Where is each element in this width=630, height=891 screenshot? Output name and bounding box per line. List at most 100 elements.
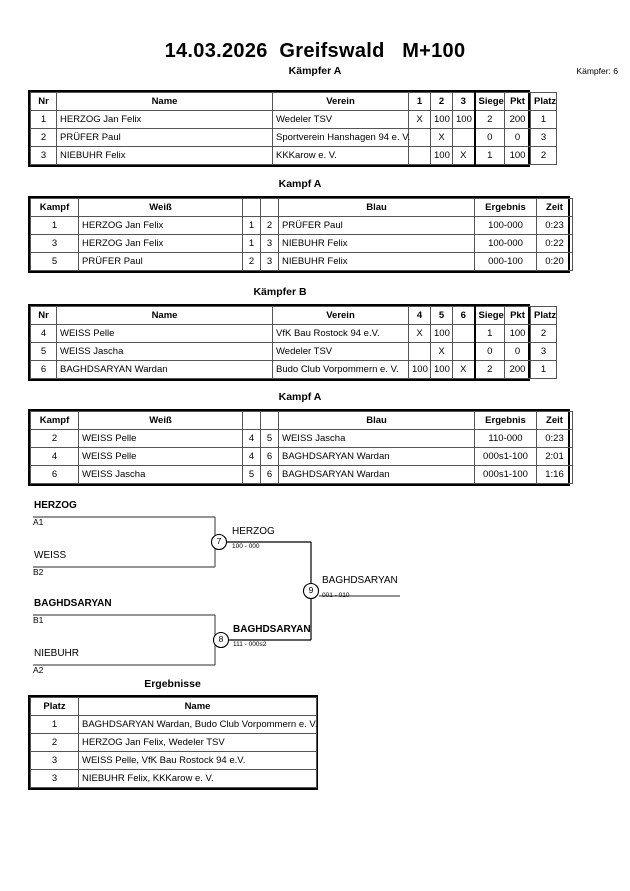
table-row: 3 WEISS Pelle, VfK Bau Rostock 94 e.V. (30, 751, 317, 770)
cell-platz: 1 (30, 715, 79, 734)
cell-zeit: 1:16 (536, 465, 573, 484)
col-platz: Platz (530, 306, 557, 325)
cell-match-1: X (408, 110, 431, 129)
cell-siege: 1 (473, 324, 505, 343)
cell-weiss-nr: 2 (242, 252, 261, 271)
cell-ergebnis: 000-100 (474, 252, 537, 271)
cell-weiss-nr: 4 (242, 429, 261, 448)
cell-pkt: 200 (504, 110, 531, 129)
col-pkt: Pkt (504, 306, 531, 325)
kampf-a1-table: Kampf Weiß Blau Ergebnis Zeit 1 HERZOG J… (28, 196, 573, 273)
table-header-row: Platz Name (30, 697, 317, 716)
col-zeit: Zeit (536, 411, 573, 430)
col-verein: Verein (272, 306, 409, 325)
cell-kampf: 1 (30, 216, 79, 235)
bracket-match-winner: BAGHDSARYAN (322, 575, 398, 586)
cell-zeit: 0:20 (536, 252, 573, 271)
cell-platz: 2 (530, 324, 557, 343)
col-pkt: Pkt (504, 92, 531, 111)
col-ergebnis: Ergebnis (474, 411, 537, 430)
col-blau-nr (260, 198, 279, 217)
cell-weiss: WEISS Pelle (78, 447, 243, 466)
kampf-a2-table: Kampf Weiß Blau Ergebnis Zeit 2 WEISS Pe… (28, 409, 573, 486)
cell-match-5: 100 (430, 360, 453, 379)
pool-b-table: Nr Name Verein 4 5 6 Siege Pkt Platz 4 W… (28, 304, 557, 381)
cell-name: WEISS Pelle, VfK Bau Rostock 94 e.V. (78, 751, 317, 770)
cell-ergebnis: 000s1-100 (474, 465, 537, 484)
cell-blau: WEISS Jascha (278, 429, 475, 448)
table-row: 4 WEISS Pelle 4 6 BAGHDSARYAN Wardan 000… (30, 447, 573, 466)
cell-nr: 1 (30, 110, 57, 129)
cell-siege: 2 (473, 110, 505, 129)
table-row: 3 NIEBUHR Felix KKKarow e. V. 100 X 1 10… (30, 146, 557, 165)
table-row: 6 BAGHDSARYAN Wardan Budo Club Vorpommer… (30, 360, 557, 379)
cell-ergebnis: 100-000 (474, 216, 537, 235)
cell-name: NIEBUHR Felix (56, 146, 273, 165)
col-kampf: Kampf (30, 411, 79, 430)
cell-ergebnis: 110-000 (474, 429, 537, 448)
cell-kampf: 4 (30, 447, 79, 466)
cell-nr: 2 (30, 128, 57, 147)
col-platz: Platz (30, 697, 79, 716)
cell-name: HERZOG Jan Felix, Wedeler TSV (78, 733, 317, 752)
cell-verein: Wedeler TSV (272, 342, 409, 361)
cell-verein: Budo Club Vorpommern e. V. (272, 360, 409, 379)
col-match-1: 1 (408, 92, 431, 111)
cell-blau-nr: 3 (260, 252, 279, 271)
cell-nr: 5 (30, 342, 57, 361)
bracket-entry-seed: A2 (33, 665, 44, 675)
fighter-count-label: Kämpfer: 6 (576, 66, 618, 76)
cell-platz: 3 (530, 342, 557, 361)
col-blau-nr (260, 411, 279, 430)
cell-platz: 1 (530, 360, 557, 379)
cell-name: PRÜFER Paul (56, 128, 273, 147)
col-name: Name (56, 92, 273, 111)
cell-blau: NIEBUHR Felix (278, 234, 475, 253)
cell-blau-nr: 3 (260, 234, 279, 253)
cell-blau: PRÜFER Paul (278, 216, 475, 235)
kampf-a1-caption: Kampf A (278, 178, 322, 190)
cell-kampf: 5 (30, 252, 79, 271)
cell-name: NIEBUHR Felix, KKKarow e. V. (78, 769, 317, 788)
table-header-row: Nr Name Verein 4 5 6 Siege Pkt Platz (30, 306, 557, 325)
bracket-node-8 (212, 631, 230, 649)
table-row: 3 HERZOG Jan Felix 1 3 NIEBUHR Felix 100… (30, 234, 573, 253)
bracket-match-score: 111 - 000s2 (233, 641, 267, 648)
bracket-match-winner: BAGHDSARYAN (233, 624, 311, 635)
cell-platz: 2 (30, 733, 79, 752)
cell-verein: VfK Bau Rostock 94 e.V. (272, 324, 409, 343)
cell-match-5: 100 (430, 324, 453, 343)
cell-match-6 (452, 342, 475, 361)
cell-name: HERZOG Jan Felix (56, 110, 273, 129)
cell-nr: 4 (30, 324, 57, 343)
cell-siege: 0 (473, 128, 505, 147)
cell-match-4 (408, 342, 431, 361)
cell-match-4: X (408, 324, 431, 343)
cell-weiss: HERZOG Jan Felix (78, 234, 243, 253)
cell-name: BAGHDSARYAN Wardan, Budo Club Vorpommern… (78, 715, 318, 734)
col-nr: Nr (30, 92, 57, 111)
col-weiss-nr (242, 411, 261, 430)
cell-verein: Sportverein Hanshagen 94 e. V. (272, 128, 410, 147)
cell-blau: BAGHDSARYAN Wardan (278, 447, 475, 466)
page-subtitle: Kämpfer A (288, 65, 342, 77)
table-header-row: Kampf Weiß Blau Ergebnis Zeit (30, 411, 573, 430)
cell-weiss-nr: 5 (242, 465, 261, 484)
table-row: 5 PRÜFER Paul 2 3 NIEBUHR Felix 000-100 … (30, 252, 573, 271)
bracket-entry-name: BAGHDSARYAN (34, 598, 112, 609)
table-row: 2 WEISS Pelle 4 5 WEISS Jascha 110-000 0… (30, 429, 573, 448)
cell-kampf: 2 (30, 429, 79, 448)
col-name: Name (78, 697, 317, 716)
cell-blau-nr: 5 (260, 429, 279, 448)
cell-nr: 3 (30, 146, 57, 165)
cell-name: BAGHDSARYAN Wardan (56, 360, 273, 379)
cell-blau-nr: 6 (260, 465, 279, 484)
col-blau: Blau (278, 198, 475, 217)
results-table: Platz Name 1 BAGHDSARYAN Wardan, Budo Cl… (28, 695, 318, 790)
bracket-entry-seed: B2 (33, 567, 44, 577)
cell-match-2: X (430, 128, 453, 147)
table-row: 5 WEISS Jascha Wedeler TSV X 0 0 3 (30, 342, 557, 361)
cell-weiss: HERZOG Jan Felix (78, 216, 243, 235)
col-match-4: 4 (408, 306, 431, 325)
cell-match-1 (408, 128, 431, 147)
